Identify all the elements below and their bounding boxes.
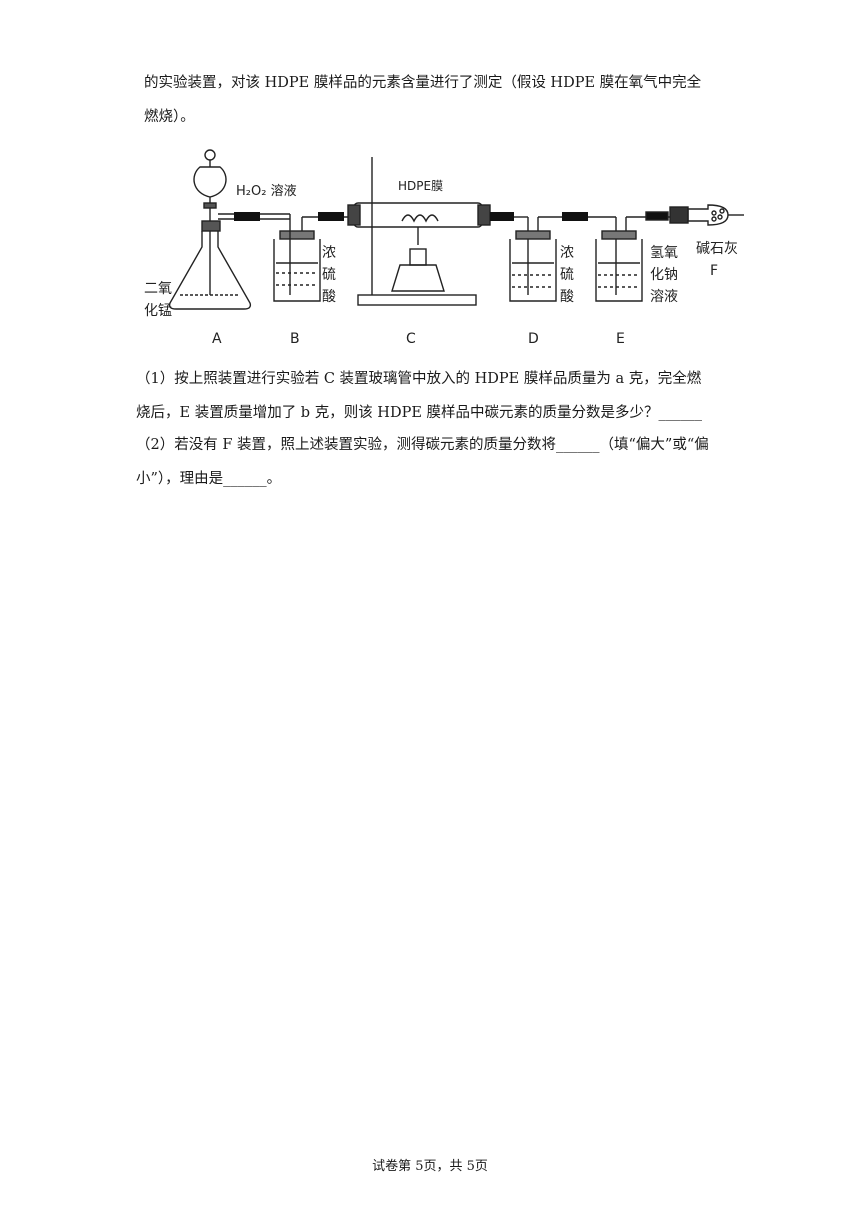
intro-line-1: 的实验装置，对该 HDPE 膜样品的元素含量进行了测定（假设 HDPE 膜在氧气… (144, 75, 702, 91)
label-mno2-2: 化锰 (144, 303, 172, 319)
label-c: C (406, 331, 416, 347)
combustion-tube-c (347, 157, 491, 306)
label-mno2-1: 二氧 (144, 281, 172, 297)
label-f: F (710, 263, 718, 279)
label-b: B (290, 331, 300, 347)
question-2: （2）若没有 F 装置，照上述装置实验，测得碳元素的质量分数将______（填“… (136, 428, 726, 496)
label-acid-b-3: 酸 (322, 289, 336, 305)
label-a: A (212, 331, 222, 347)
question-2-line-1: （2）若没有 F 装置，照上述装置实验，测得碳元素的质量分数将______（填“… (136, 437, 709, 453)
label-naoh-3: 溶液 (650, 289, 678, 305)
label-acid-b-2: 硫 (322, 267, 336, 283)
bottle-b (273, 214, 350, 302)
bottle-d (509, 216, 616, 302)
label-soda-lime: 碱石灰 (696, 241, 738, 257)
label-h2o2-solution: H₂O₂ 溶液 (236, 184, 297, 199)
label-e: E (616, 331, 625, 347)
label-acid-b-1: 浓 (322, 245, 336, 261)
label-hdpe-film: HDPE膜 (398, 179, 443, 193)
label-acid-d-2: 硫 (560, 267, 574, 283)
label-naoh-1: 氢氧 (650, 245, 678, 261)
apparatus-diagram: H₂O₂ 溶液 HDPE膜 二氧 化锰 浓 硫 酸 浓 硫 酸 氢氧 化钠 溶液… (144, 149, 744, 347)
label-d: D (528, 331, 539, 347)
label-naoh-2: 化钠 (650, 267, 678, 283)
flask-a (168, 149, 290, 310)
question-1-line-2: 烧后，E 装置质量增加了 b 克，则该 HDPE 膜样品中碳元素的质量分数是多少… (136, 405, 703, 421)
label-acid-d-3: 酸 (560, 289, 574, 305)
bottle-e (595, 216, 680, 302)
question-2-line-2: 小”），理由是______。 (136, 471, 282, 487)
page-footer: 试卷第 5页，共 5页 (372, 1159, 488, 1174)
intro-paragraph: 的实验装置，对该 HDPE 膜样品的元素含量进行了测定（假设 HDPE 膜在氧气… (144, 66, 724, 134)
intro-line-2: 燃烧）。 (144, 109, 195, 125)
drying-tube-f (645, 204, 744, 226)
label-acid-d-1: 浓 (560, 245, 574, 261)
question-1-line-1: （1）按上照装置进行实验若 C 装置玻璃管中放入的 HDPE 膜样品质量为 a … (136, 371, 702, 387)
question-1: （1）按上照装置进行实验若 C 装置玻璃管中放入的 HDPE 膜样品质量为 a … (136, 362, 726, 430)
